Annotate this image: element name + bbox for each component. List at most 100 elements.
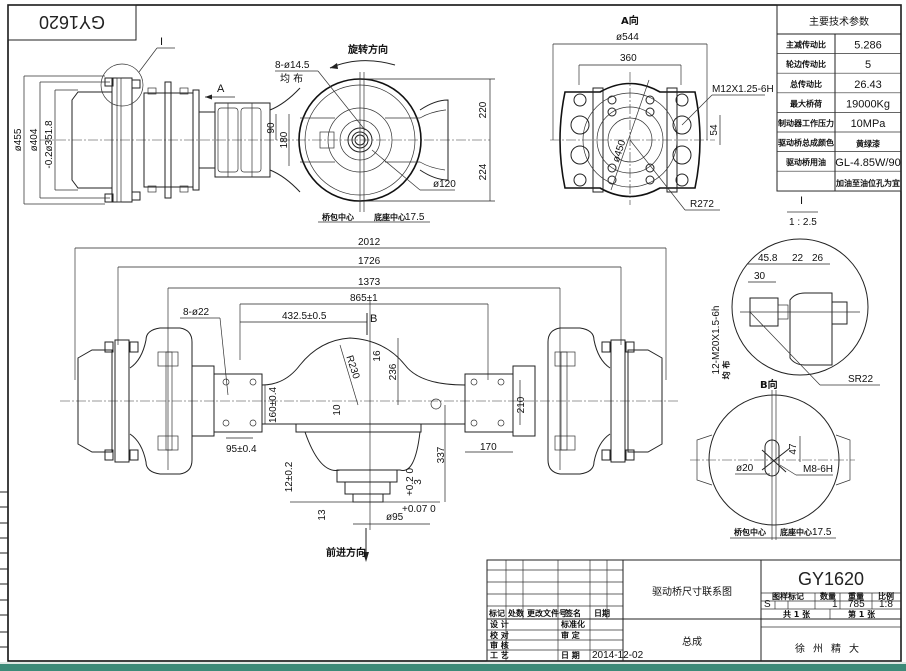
dim-d544: ø544 <box>616 32 639 43</box>
detail-i-scale: 1 : 2.5 <box>789 217 817 228</box>
section-mark-b: B <box>370 313 377 325</box>
dim-d30: 30 <box>754 271 766 282</box>
dim-holes-note: 均 布 <box>280 73 303 85</box>
forward-direction-label: 前进方向 <box>326 546 366 559</box>
quantity: 1 <box>832 599 838 610</box>
dim-h224: 224 <box>478 163 489 180</box>
axle-center-label-top: 桥包中心 <box>322 212 354 222</box>
info-header-weight: 重量 <box>848 591 864 601</box>
role-approve: 审 定 <box>561 630 580 640</box>
dim-d455: ø455 <box>13 128 24 151</box>
detail-i-label: I <box>800 195 803 207</box>
dim-h13: 13 <box>317 509 328 521</box>
dim-thread-m8: M8-6H <box>803 464 833 475</box>
rev-header-sign: 签名 <box>564 608 581 618</box>
role-process: 工 艺 <box>490 650 509 660</box>
bolt-cluster-right <box>645 93 692 187</box>
drawing-subtitle: 总成 <box>682 635 702 648</box>
param-value: 黄绿漆 <box>856 139 880 149</box>
rev-header-date: 日期 <box>594 608 610 618</box>
sheets-total: 共 1 张 <box>783 609 811 619</box>
rev-header-mark: 标记 <box>488 608 505 618</box>
dim-h16: 16 <box>372 350 383 362</box>
front-view: 2012 1726 1373 865±1 432.5±0.5 B 8-ø22 <box>60 237 680 562</box>
role-standard: 标准化 <box>560 619 585 629</box>
dim-d351: ø351.8 <box>44 120 55 152</box>
dim-thread-m20: 12-M20X1.5-6h <box>711 306 722 375</box>
dim-d22: 22 <box>792 253 804 264</box>
param-value: 19000Kg <box>846 98 890 110</box>
dim-h12: 12±0.2 <box>284 461 295 492</box>
drawing-frame <box>7 4 902 662</box>
param-label: 总传动比 <box>790 79 822 89</box>
role-check: 校 对 <box>490 630 509 640</box>
dim-h160: 160±0.4 <box>268 387 279 424</box>
dim-l1726: 1726 <box>358 256 381 267</box>
dim-w90: 90 <box>266 122 277 134</box>
window-edge <box>0 662 906 664</box>
left-margin-ticks <box>0 491 8 648</box>
dim-h47: 47 <box>788 443 799 455</box>
role-design: 设 计 <box>490 619 509 629</box>
dim-l432: 432.5±0.5 <box>282 311 327 322</box>
dim-holes-top: 8-ø14.5 <box>275 60 310 71</box>
param-value: 26.43 <box>854 79 882 91</box>
title-block <box>486 559 902 662</box>
mirrored-drawing-number: GY1620 <box>39 12 105 32</box>
section-mark-i: I <box>160 36 163 48</box>
dim-h54: 54 <box>709 124 720 136</box>
dim-l2012: 2012 <box>358 237 381 248</box>
view-b: B向 47 ø20 M8-6H 桥包中心 底座中心 17.5 <box>690 378 855 540</box>
dim-d351-tol: -0.2 <box>44 151 55 169</box>
dim-h337: 337 <box>436 446 447 463</box>
param-label: 驱动桥用油 <box>786 157 826 167</box>
dim-l1373: 1373 <box>358 277 381 288</box>
dim-h3: 3 <box>413 479 424 485</box>
dim-h210: 210 <box>516 396 527 413</box>
dim-r272: R272 <box>690 199 714 210</box>
axle-center-label-b: 桥包中心 <box>734 527 766 537</box>
dim-d95-tol: +0.07 0 <box>402 504 436 515</box>
info-header-scale: 比例 <box>878 591 894 601</box>
dim-thread-m20-note: 均 布 <box>721 361 731 380</box>
view-b-label: B向 <box>760 378 778 391</box>
drawing-title: 驱动桥尺寸联系图 <box>652 585 732 598</box>
weight: 785 <box>848 599 865 610</box>
param-value: 5 <box>865 59 871 71</box>
drawing-number: GY1620 <box>798 569 864 589</box>
dim-h220: 220 <box>478 101 489 118</box>
param-label: 驱动桥总成颜色 <box>778 138 834 148</box>
rev-header-count: 处数 <box>507 608 525 618</box>
bolt-cluster-left <box>570 93 617 187</box>
view-a: A向 ø544 360 <box>550 14 774 211</box>
view-arrow-a: A <box>217 83 225 95</box>
param-label: 制动器工作压力 <box>778 118 834 128</box>
dim-d404: ø404 <box>29 128 40 151</box>
dim-offset-top: 17.5 <box>405 212 425 223</box>
dim-sr22: SR22 <box>848 374 873 385</box>
mirrored-number-box: GY1620 <box>7 4 137 41</box>
role-review: 审 核 <box>490 640 509 650</box>
dim-d95: ø95 <box>386 512 404 523</box>
rev-header-doc: 更改文件号 <box>527 608 567 618</box>
dim-l865: 865±1 <box>350 293 378 304</box>
param-label: 主减传动比 <box>786 40 826 50</box>
detail-i: I 1 : 2.5 45.8 22 26 30 SR22 12-M20X1.5-… <box>711 195 880 386</box>
dim-holes-front: 8-ø22 <box>183 307 210 318</box>
view-a-label: A向 <box>621 14 639 27</box>
role-date: 日 期 <box>561 650 580 660</box>
dim-h3-tol: +0.2 0 <box>405 468 416 497</box>
param-label: 轮边传动比 <box>786 59 826 69</box>
param-label: 最大桥荷 <box>790 98 822 108</box>
dim-w95: 95±0.4 <box>226 444 257 455</box>
dim-d26: 26 <box>812 253 824 264</box>
dim-offset-b: 17.5 <box>812 527 832 538</box>
dim-d45-8: 45.8 <box>758 253 778 264</box>
param-value: 10MPa <box>851 118 887 130</box>
company-name: 徐州精大 <box>795 642 867 655</box>
taskbar-strip <box>0 664 906 671</box>
stage-mark: S <box>764 599 771 610</box>
